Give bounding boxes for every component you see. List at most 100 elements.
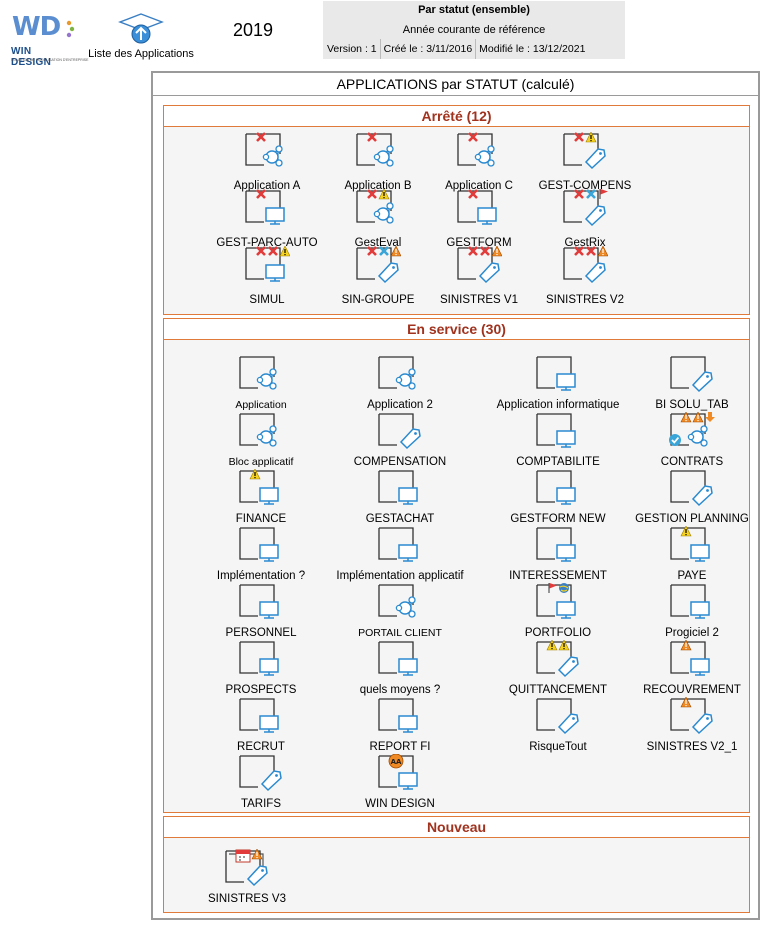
application-label: SINISTRES V2_1: [646, 741, 738, 753]
application-monitor-icon: [239, 469, 279, 505]
application-label: COMPENSATION: [353, 456, 447, 468]
section-nouveau: Nouveau SINISTRES V3: [163, 816, 750, 913]
application-label: SINISTRES V2: [546, 294, 624, 306]
application-circles-icon: [356, 189, 394, 224]
application-label: Application C: [445, 180, 513, 192]
application-monitor-icon: [239, 527, 279, 562]
application-monitor-icon: [239, 641, 279, 676]
application-label: Application A: [233, 180, 301, 192]
application-tag-icon: [225, 849, 268, 887]
application-label: REPORT FI: [369, 741, 431, 753]
application-tag-icon: [536, 698, 579, 735]
application-label: GESTACHAT: [365, 513, 435, 525]
info-metadata: Version : 1 Créé le : 3/11/2016 Modifié …: [323, 39, 625, 59]
application-label: RECOUVREMENT: [643, 684, 741, 696]
diagram-info-box: Par statut (ensemble) Année courante de …: [323, 1, 625, 59]
logo-tagline: SOLUTION DE MODELISATION D'ENTREPRISE: [11, 58, 89, 62]
application-monitor-icon: [536, 413, 576, 448]
application-tag-icon: [563, 189, 608, 227]
application-label: FINANCE: [235, 513, 287, 525]
application-monitor-icon: [536, 356, 576, 391]
application-label: GESTFORM: [446, 237, 512, 249]
panel-title: APPLICATIONS par STATUT (calculé): [153, 73, 758, 96]
application-monitor-icon: [536, 583, 576, 619]
section-title: Nouveau: [164, 817, 749, 838]
section-arrete: Arrêté (12) Application A Application B Ap…: [163, 105, 750, 315]
application-monitor-icon: AA: [378, 754, 418, 790]
application-monitor-icon: [536, 527, 576, 562]
application-label: Bloc applicatif: [228, 456, 294, 468]
application-monitor-icon: [245, 189, 285, 225]
application-label: Application informatique: [496, 399, 620, 411]
application-label: SIMUL: [249, 294, 285, 306]
application-label: PERSONNEL: [225, 627, 297, 639]
application-monitor-icon: [378, 641, 418, 676]
application-label: GEST-PARC-AUTO: [216, 237, 318, 249]
graduation-up-icon: [118, 13, 164, 44]
application-label: INTERESSEMENT: [509, 570, 607, 582]
application-circles-icon: [457, 132, 495, 167]
application-monitor-icon: [670, 526, 710, 562]
application-circles-icon: [378, 356, 416, 390]
applications-by-status-panel: APPLICATIONS par STATUT (calculé) Arrêté…: [151, 71, 760, 920]
application-circles-icon: [239, 413, 277, 447]
application-monitor-icon: [457, 189, 497, 225]
info-title: Par statut (ensemble): [418, 4, 530, 16]
info-version: Version : 1: [327, 43, 377, 55]
windesign-logo[interactable]: WD WIN DESIGN SOLUTION DE MODELISATION D…: [8, 10, 88, 68]
application-circles-icon: [245, 132, 283, 167]
section-title: En service (30): [164, 319, 749, 340]
application-monitor-icon: [239, 698, 279, 733]
application-circles-icon: [669, 412, 715, 447]
application-label: Implémentation ?: [216, 570, 306, 582]
application-monitor-icon: [670, 584, 710, 619]
application-label: TARIFS: [240, 798, 282, 810]
application-tag-icon: [563, 246, 608, 284]
application-label: SIN-GROUPE: [341, 294, 415, 306]
application-label: GEST-COMPENS: [538, 180, 632, 192]
section-en-service: En service (30) Application Application 2…: [163, 318, 750, 813]
application-circles-icon: [356, 132, 394, 167]
application-monitor-icon: [670, 640, 710, 676]
application-label: RECRUT: [237, 741, 285, 753]
application-label: GESTFORM NEW: [510, 513, 606, 525]
application-label: COMPTABILITE: [516, 456, 600, 468]
application-monitor-icon: [245, 246, 290, 282]
application-label: QUITTANCEMENT: [508, 684, 608, 696]
logo-name: WIN DESIGN: [11, 46, 52, 68]
applications-list-link[interactable]: Liste des Applications: [86, 12, 196, 60]
application-monitor-icon: [378, 527, 418, 562]
applications-list-label: Liste des Applications: [88, 48, 194, 60]
application-label: GESTION PLANNING: [635, 513, 749, 525]
info-modified: Modifié le : 13/12/2021: [475, 39, 588, 59]
application-monitor-icon: [378, 470, 418, 505]
application-label: BI SOLU_TAB: [655, 399, 729, 411]
application-label: PROSPECTS: [225, 684, 297, 696]
application-tag-icon: [356, 246, 401, 284]
svg-text:AA: AA: [391, 758, 402, 766]
info-created: Créé le : 3/11/2016: [379, 39, 476, 59]
application-tag-icon: [670, 356, 713, 393]
application-label: PORTFOLIO: [524, 627, 592, 639]
application-label: Application B: [344, 180, 412, 192]
application-circles-icon: [239, 356, 277, 390]
application-label: WIN DESIGN: [365, 798, 435, 810]
application-tag-icon: [239, 755, 282, 792]
application-monitor-icon: [378, 698, 418, 733]
application-tag-icon: [457, 246, 502, 284]
logo-dots-icon: [66, 20, 75, 38]
application-monitor-icon: [536, 470, 576, 505]
application-label: Progiciel 2: [665, 627, 719, 639]
logo-monogram: WD: [12, 12, 61, 42]
application-tag-icon: [563, 132, 606, 170]
year-label: 2019: [233, 20, 274, 40]
application-circles-icon: [378, 584, 416, 618]
application-label: Application: [235, 399, 287, 411]
application-label: quels moyens ?: [359, 684, 441, 696]
application-tag-icon: [670, 470, 713, 507]
section-title: Arrêté (12): [164, 106, 749, 127]
application-label: PAYE: [677, 570, 707, 582]
application-label: Application 2: [367, 399, 433, 411]
application-monitor-icon: [239, 584, 279, 619]
application-tag-icon: [536, 640, 579, 678]
